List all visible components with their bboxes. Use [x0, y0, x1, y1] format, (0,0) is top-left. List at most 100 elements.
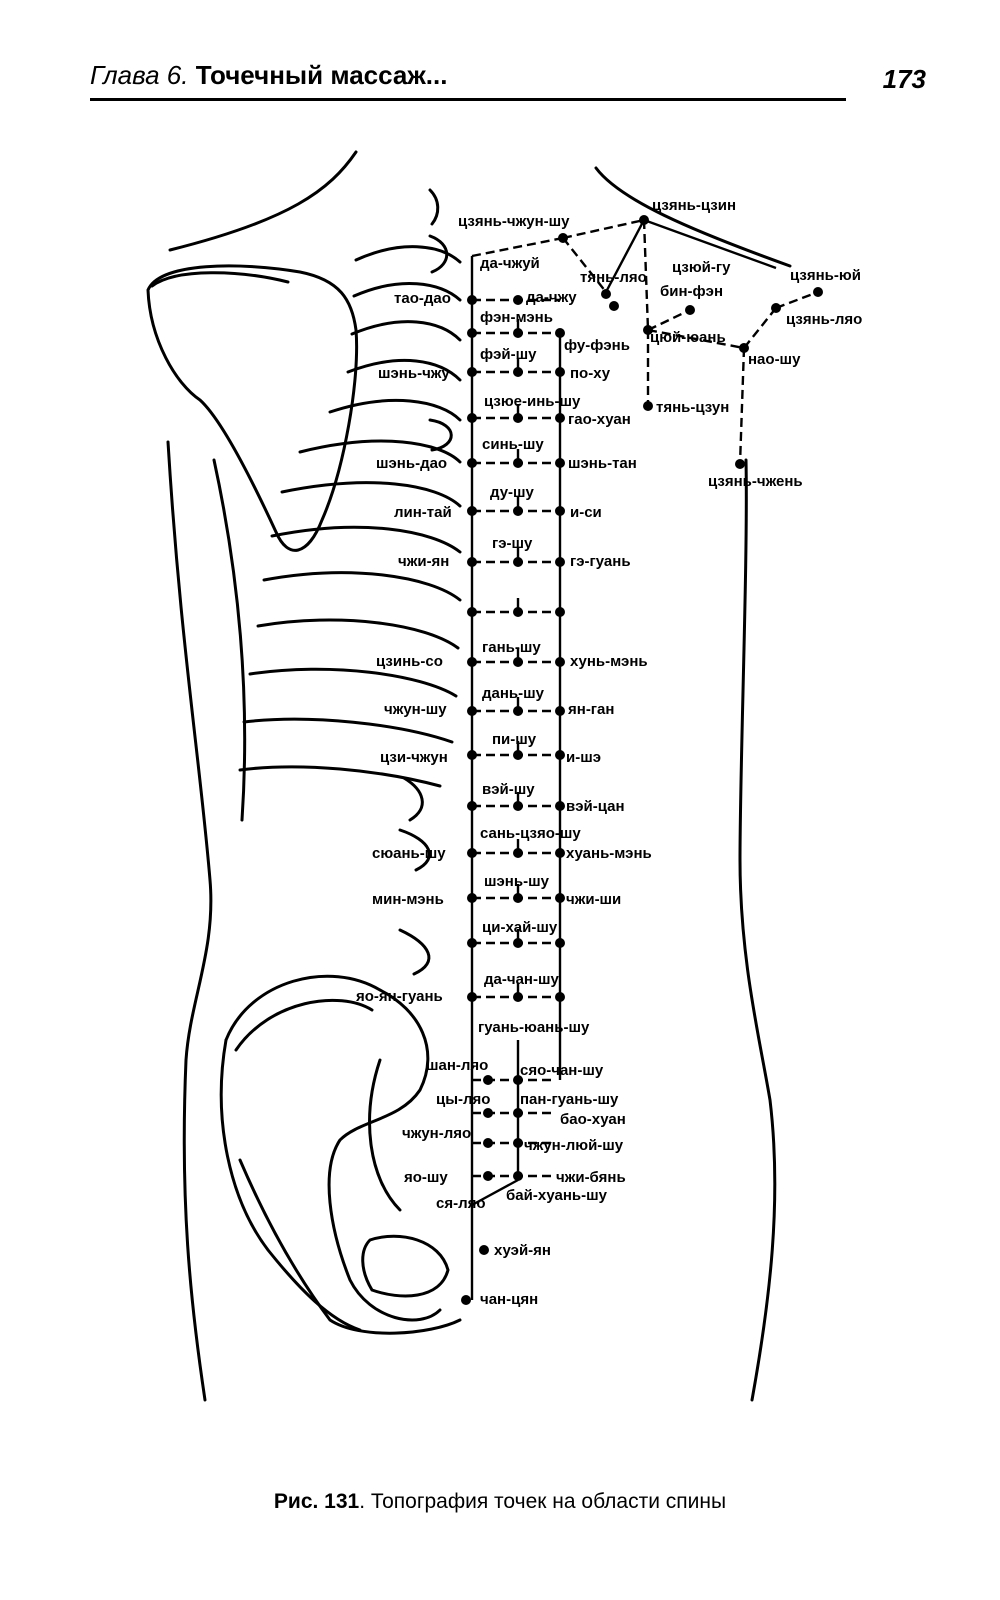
point-marker: [639, 215, 649, 225]
header-rule: [90, 98, 846, 101]
connector-line: [647, 328, 745, 350]
point-label: чан-цян: [480, 1291, 538, 1308]
point-marker: [555, 506, 565, 516]
point-label: дань-шу: [482, 685, 545, 702]
point-label: шан-ляо: [426, 1057, 488, 1074]
point-marker: [467, 328, 477, 338]
point-marker: [467, 657, 477, 667]
point-label: гань-шу: [482, 639, 541, 656]
connector-line: [642, 219, 650, 331]
point-marker: [513, 413, 523, 423]
point-label: хунь-мэнь: [570, 653, 648, 670]
point-marker: [555, 750, 565, 760]
point-marker: [558, 233, 568, 243]
caption-number: Рис. 131: [273, 1490, 360, 1513]
point-label: тянь-ляо: [580, 269, 647, 286]
point-marker: [739, 343, 749, 353]
point-label: бай-хуань-шу: [506, 1187, 608, 1204]
point-marker: [467, 458, 477, 468]
point-label: ся-ляо: [436, 1195, 486, 1212]
point-label: и-си: [570, 504, 602, 521]
connector-line: [738, 347, 746, 465]
point-marker: [467, 893, 477, 903]
point-label: яо-шу: [404, 1169, 448, 1186]
point-marker: [513, 1138, 523, 1148]
point-label: ду-шу: [490, 484, 535, 501]
point-label: да-чжуй: [480, 255, 540, 272]
point-marker: [513, 801, 523, 811]
point-label: мин-мэнь: [372, 891, 444, 908]
point-marker: [483, 1171, 493, 1181]
connector-line: [471, 1178, 519, 1207]
point-marker: [555, 657, 565, 667]
point-marker: [513, 1171, 523, 1181]
point-label: сяо-чан-шу: [520, 1062, 604, 1079]
point-label: пи-шу: [492, 731, 537, 748]
point-label: сань-цзяо-шу: [480, 825, 581, 842]
point-marker: [513, 557, 523, 567]
point-marker: [555, 458, 565, 468]
point-marker: [467, 706, 477, 716]
point-label: гао-хуан: [568, 411, 631, 428]
point-labels: цзянь-чжун-шуцзянь-цзинда-чжуйтянь-ляоцз…: [356, 197, 862, 1308]
point-label: цзянь-чжень: [708, 473, 803, 490]
point-marker: [555, 557, 565, 567]
point-label: цзянь-ляо: [786, 311, 862, 328]
point-marker: [513, 367, 523, 377]
point-label: тянь-цзун: [656, 399, 729, 416]
point-marker: [555, 328, 565, 338]
caption-text: . Топография точек на области спины: [359, 1490, 727, 1513]
point-marker: [555, 367, 565, 377]
point-label: цзинь-со: [376, 653, 443, 670]
point-marker: [461, 1295, 471, 1305]
point-marker: [513, 1075, 523, 1085]
point-label: яо-ян-гуань: [356, 988, 443, 1005]
point-marker: [479, 1245, 489, 1255]
connector-line: [471, 236, 564, 258]
connector-line: [775, 290, 819, 310]
point-marker: [813, 287, 823, 297]
point-marker: [601, 289, 611, 299]
point-label: и-шэ: [566, 749, 601, 766]
point-label: шэнь-дао: [376, 455, 447, 472]
connector-line: [743, 307, 777, 349]
point-marker: [555, 938, 565, 948]
point-label: хуань-мэнь: [566, 845, 652, 862]
page-header: Глава 6. Точечный массаж... 173: [90, 60, 926, 102]
chapter-title: Глава 6. Точечный массаж...: [90, 60, 447, 91]
point-label: ци-хай-шу: [482, 919, 558, 936]
point-label: цзянь-юй: [790, 267, 861, 284]
point-label: цы-ляо: [436, 1091, 490, 1108]
point-label: цзянь-цзин: [652, 197, 736, 214]
body-outline: [146, 150, 792, 1402]
point-label: ян-ган: [568, 701, 614, 718]
point-label: гэ-гуань: [570, 553, 631, 570]
point-label: чжун-ляо: [402, 1125, 471, 1142]
point-label: синь-шу: [482, 436, 544, 453]
point-label: чжи-бянь: [556, 1169, 626, 1186]
point-label: сюань-шу: [372, 845, 446, 862]
point-marker: [771, 303, 781, 313]
point-label: лин-тай: [394, 504, 452, 521]
point-marker: [555, 607, 565, 617]
point-marker: [513, 657, 523, 667]
point-label: пан-гуань-шу: [520, 1091, 619, 1108]
connector-line: [562, 218, 645, 240]
point-label: цзюе-инь-шу: [484, 393, 581, 410]
point-label: по-ху: [570, 365, 611, 382]
connector-line: [604, 219, 646, 293]
point-label: цзи-чжун: [380, 749, 448, 766]
point-label: чжи-ян: [398, 553, 449, 570]
point-marker: [483, 1108, 493, 1118]
point-marker: [555, 706, 565, 716]
point-marker: [513, 848, 523, 858]
point-marker: [467, 992, 477, 1002]
point-marker: [467, 367, 477, 377]
point-marker: [513, 295, 523, 305]
point-label: цзюй-гу: [672, 259, 731, 276]
point-label: гуань-юань-шу: [478, 1019, 590, 1036]
point-marker: [467, 557, 477, 567]
page-number: 173: [882, 64, 926, 94]
point-marker: [513, 992, 523, 1002]
point-marker: [467, 938, 477, 948]
